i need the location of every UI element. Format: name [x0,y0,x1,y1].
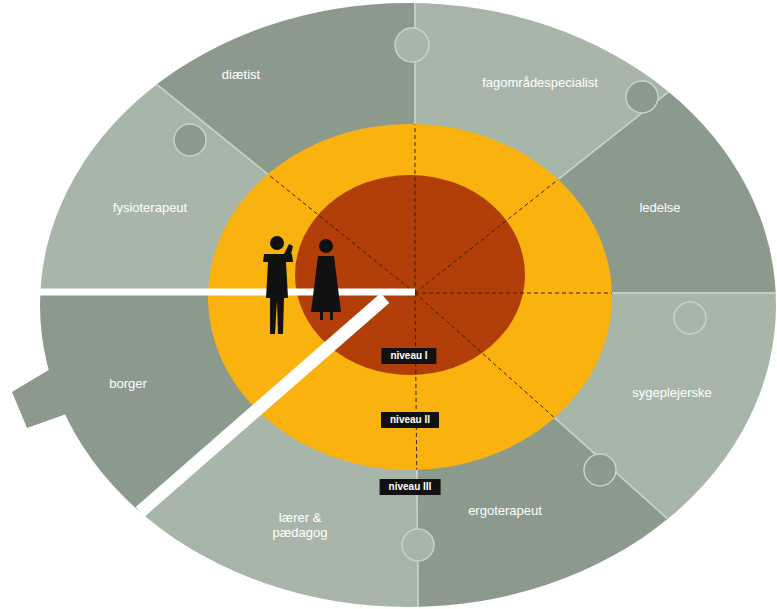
role-label: diætist [222,67,260,82]
puzzle-piece: fagområdespecialist [482,75,598,90]
role-label: fagområdespecialist [482,75,598,90]
role-label: sygeplejerske [632,385,712,400]
puzzle-piece: borger [109,376,147,391]
level-label: niveau II [390,414,430,426]
role-label: fysioterapeut [113,200,187,215]
role-label: lærer & pædagog [268,510,332,540]
puzzle-piece: fysioterapeut [113,200,187,215]
level-tag: niveau III [380,479,441,495]
level-label: niveau I [390,350,427,362]
puzzle-piece: sygeplejerske [632,385,712,400]
role-label: ergoterapeut [468,503,542,518]
level-tag: niveau II [381,412,439,428]
level-label: niveau III [389,481,432,493]
puzzle-piece: diætist [222,67,260,82]
puzzle-piece: lærer & pædagog [268,510,332,540]
puzzle-piece: ergoterapeut [468,503,542,518]
puzzle-piece: ledelse [639,200,680,215]
level-tag: niveau I [381,348,436,364]
role-label: ledelse [639,200,680,215]
role-label: borger [109,376,147,391]
